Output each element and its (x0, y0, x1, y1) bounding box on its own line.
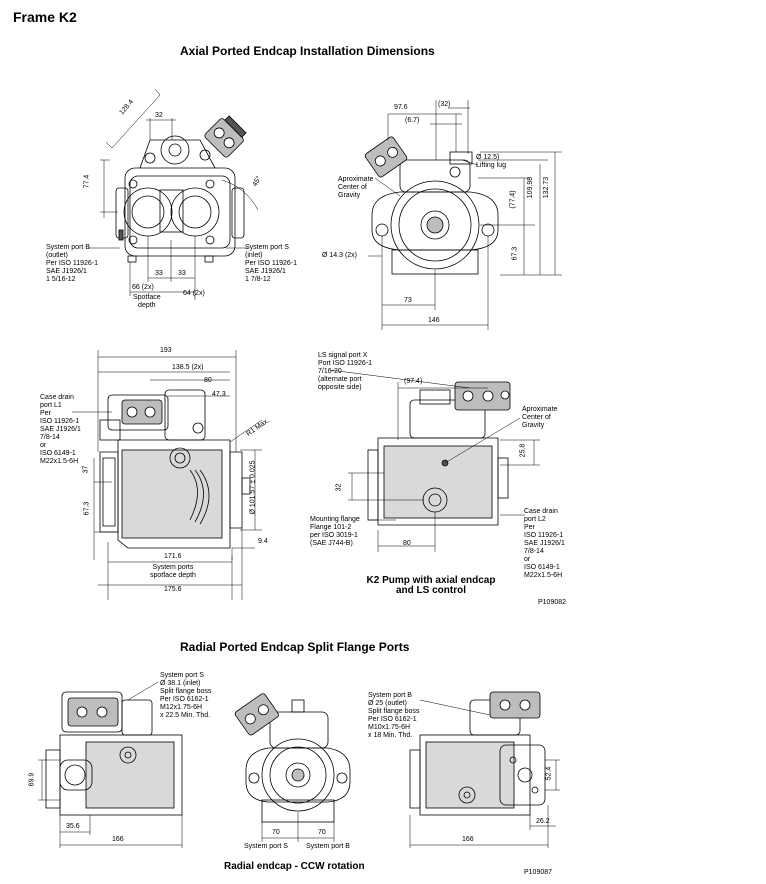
label-system-port-b: System port B (306, 843, 350, 850)
dim-label: 26.2 (536, 818, 550, 825)
dim-label: 97.6 (394, 104, 408, 111)
dim-label: 47.3 (212, 391, 226, 398)
dim-label: 166 (112, 836, 124, 843)
dim-label: 73 (404, 297, 412, 304)
drawing-code: P109082 (538, 599, 567, 606)
dim-label: 70 (318, 829, 326, 836)
dim-label: 32 (335, 483, 343, 492)
dim-label: 166 (462, 836, 474, 843)
dim-label: 70 (272, 829, 280, 836)
dim-label: 64 (2x) (183, 290, 205, 297)
dim-label: 109.98 (527, 176, 535, 199)
dim-label: 52.4 (545, 766, 553, 781)
dim-label: Ø 101.57 ± 0.025 (249, 460, 257, 515)
radial-rear-view (234, 693, 351, 842)
dim-label: 33 (178, 270, 186, 277)
dim-label: 25.8 (519, 443, 527, 458)
callout-spotface-depth: System ports spotface depth (150, 564, 196, 579)
callout-port-s: System port S (inlet) Per ISO 11926-1 SA… (245, 244, 298, 283)
dim-label: 69.9 (28, 772, 36, 787)
dim-label: 37 (82, 465, 90, 474)
frame-title: Frame K2 (13, 9, 77, 25)
k2-side-view-left (72, 350, 263, 600)
dim-label: 66 (2x) (132, 284, 154, 291)
callout-port-b-radial: System port B Ø 25 (outlet) Split flange… (368, 692, 420, 739)
callout-hole: Ø 14.3 (2x) (322, 252, 358, 259)
dim-label: 132.73 (543, 176, 551, 199)
callout-lifting-lug: Ø 12.5) Lifting lug (476, 154, 506, 169)
callout-ls-port: LS signal port X Port ISO 11926-1 7/16-2… (318, 352, 372, 391)
dim-label: 80 (204, 377, 212, 384)
dim-label: 33 (155, 270, 163, 277)
dim-label: (77.4) (509, 190, 517, 209)
dim-label: 193 (160, 347, 172, 354)
dim-label: 138.5 (2x) (172, 364, 204, 371)
dim-label: 67.3 (83, 501, 91, 516)
dim-label: 35.6 (66, 823, 80, 830)
section-title-axial: Axial Ported Endcap Installation Dimensi… (180, 44, 435, 58)
callout-port-s-radial: System port S Ø 38.1 (inlet) Split flang… (160, 672, 212, 719)
dim-label: 77.4 (83, 174, 91, 189)
radial-left-view (38, 681, 183, 848)
dim-label: (32) (438, 101, 451, 108)
dim-label: 32 (155, 112, 163, 119)
callout-spotface: Spotface depth (133, 294, 161, 309)
dim-label: (97.4) (404, 378, 423, 385)
drawing-code: P109087 (524, 869, 553, 876)
radial-right-view (409, 691, 560, 848)
callout-case-drain-l2: Case drain port L2 Per ISO 11926-1 SAE J… (524, 508, 565, 579)
callout-cog-top: Aproximate Center of Gravity (338, 176, 374, 199)
k2-side-view-right (329, 369, 540, 552)
callout-port-b: System port B (outlet) Per ISO 11926-1 S… (46, 244, 99, 283)
dim-label: 175.6 (164, 586, 182, 593)
section-title-radial: Radial Ported Endcap Split Flange Ports (180, 640, 410, 654)
label-system-port-s: System port S (244, 843, 288, 850)
caption-radial-endcap: Radial endcap - CCW rotation (224, 861, 365, 872)
dim-label: 171.6 (164, 553, 182, 560)
axial-endcap-front-view (88, 88, 259, 300)
axial-endcap-rear-view (364, 100, 562, 330)
callout-mounting-flange: Mounting flange Flange 101-2 per ISO 301… (310, 516, 360, 547)
dim-label: 80 (403, 540, 411, 547)
callout-cog-mid: Aproximate Center of Gravity (522, 406, 558, 429)
dim-label: 67.3 (511, 246, 519, 261)
caption-k2-pump: K2 Pump with axial endcap and LS control (366, 575, 496, 596)
dim-label: 9.4 (258, 538, 268, 545)
dim-label: 146 (428, 317, 440, 324)
dim-label: (6.7) (405, 117, 420, 124)
callout-case-drain-l1: Case drain port L1 Per ISO 11926-1 SAE J… (40, 394, 81, 465)
